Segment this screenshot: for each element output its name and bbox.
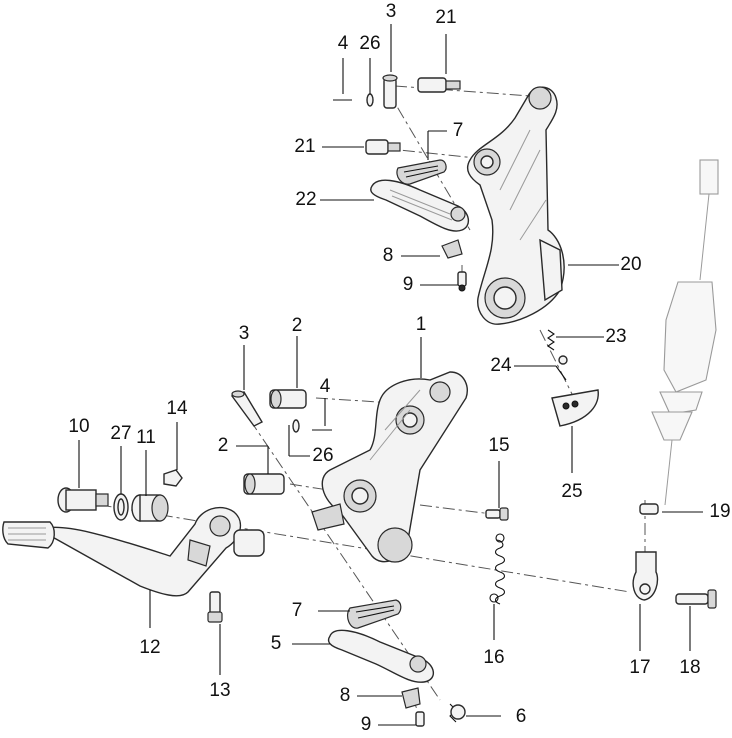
screw-part-9-upper	[457, 271, 467, 292]
washer-part-26-lower	[292, 419, 300, 433]
bolt-part-13	[207, 591, 223, 623]
plate-part-25	[551, 389, 599, 427]
callout-27: 27	[110, 423, 131, 444]
upper-bracket-part-20	[466, 86, 565, 325]
bushing-part-10	[57, 487, 109, 513]
spring-part-6	[449, 703, 466, 723]
callout-6: 6	[516, 706, 527, 727]
callout-18: 18	[679, 657, 700, 678]
bolt-part-15	[485, 507, 509, 521]
nut-part-14	[163, 469, 183, 487]
clevis-part-17	[632, 551, 659, 601]
callout-13: 13	[209, 680, 230, 701]
callout-23: 23	[605, 326, 626, 347]
callout-15: 15	[488, 435, 509, 456]
clip-part-8-upper	[441, 239, 463, 259]
callout-22: 22	[295, 189, 316, 210]
callout-21b: 21	[294, 136, 315, 157]
callout-14: 14	[166, 398, 188, 419]
callout-26b: 26	[312, 445, 333, 466]
footpeg-rubber-part-7-upper	[396, 159, 447, 185]
spacer-part-2-upper	[269, 389, 307, 409]
callout-3b: 3	[239, 323, 250, 344]
callout-4b: 4	[320, 376, 331, 397]
bolt-part-18	[675, 589, 717, 609]
callout-11: 11	[136, 427, 156, 448]
callout-5: 5	[271, 633, 282, 654]
callout-21a: 21	[435, 7, 456, 28]
spring-part-23	[547, 329, 555, 351]
passenger-footpeg-part-5	[327, 629, 434, 683]
callout-24: 24	[490, 355, 512, 376]
callout-19: 19	[709, 501, 730, 522]
master-cylinder-reference	[651, 159, 719, 506]
screw-part-9-lower	[415, 711, 425, 727]
return-spring-part-16	[489, 533, 506, 605]
spacer-part-2-lower	[243, 473, 285, 495]
callout-12: 12	[139, 637, 160, 658]
callout-2a: 2	[292, 315, 303, 336]
bolt-part-21-lower	[365, 139, 401, 155]
callout-9a: 9	[403, 274, 414, 295]
collar-part-11	[131, 494, 169, 522]
washer-part-27	[113, 493, 129, 521]
pin-group-upper	[333, 74, 398, 109]
clip-part-8-lower	[401, 687, 421, 709]
callout-8b: 8	[340, 685, 351, 706]
ball-part-24	[558, 355, 568, 365]
bolt-part-21-upper	[417, 77, 461, 93]
callout-16: 16	[483, 647, 504, 668]
callout-1: 1	[416, 314, 427, 335]
callout-10: 10	[68, 416, 89, 437]
callout-8a: 8	[383, 245, 394, 266]
pin-part-19	[639, 503, 659, 515]
rider-footpeg-part-22	[370, 179, 469, 232]
callout-17: 17	[629, 657, 650, 678]
gear-lever-part-12	[2, 506, 265, 597]
leader-lines	[78, 24, 703, 726]
callout-9b: 9	[361, 714, 372, 735]
callout-25: 25	[561, 481, 582, 502]
callout-26a: 26	[359, 33, 380, 54]
callout-7a: 7	[453, 120, 464, 141]
callout-20: 20	[620, 254, 641, 275]
callout-7b: 7	[292, 600, 303, 621]
callout-4a: 4	[338, 33, 349, 54]
lower-bracket-part-1	[311, 371, 468, 563]
pin-part-3-lower	[230, 390, 263, 427]
footpeg-rubber-part-7-lower	[346, 599, 402, 629]
callout-3a: 3	[386, 1, 397, 22]
callout-2b: 2	[218, 435, 229, 456]
